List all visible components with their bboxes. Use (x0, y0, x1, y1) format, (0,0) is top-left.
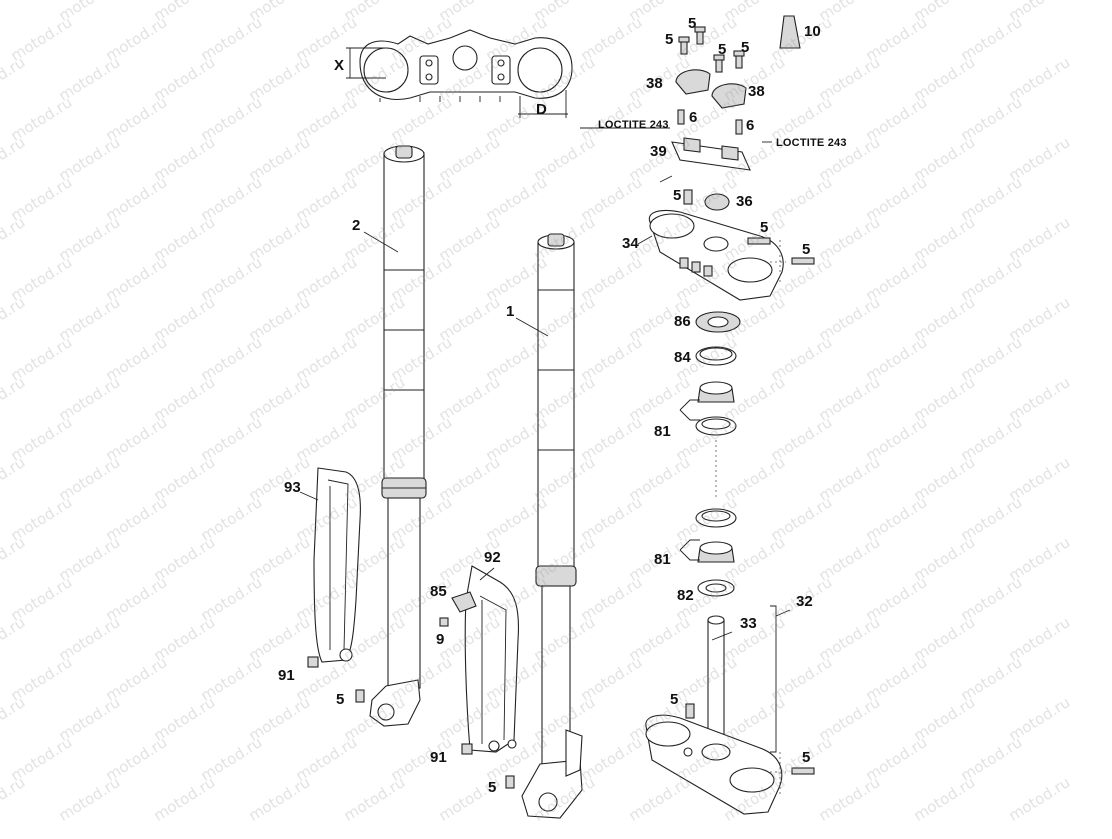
callout-34: 34 (622, 235, 639, 252)
lower-triple-clamp-drawing (645, 605, 815, 815)
bolt-6-right (735, 119, 743, 135)
callout-6: 6 (689, 109, 698, 126)
callout-5: 5 (718, 41, 727, 58)
loctite-note-left: LOCTITE 243 (598, 119, 669, 131)
callout-5: 5 (673, 187, 682, 204)
fork-guard-93-drawing (313, 467, 361, 663)
callout-84: 84 (674, 349, 691, 366)
top-screws-drawing (678, 26, 745, 73)
bar-mount-39-towers (683, 137, 739, 161)
callout-93: 93 (284, 479, 301, 496)
upper-triple-clamp-drawing (648, 189, 815, 301)
callout-85: 85 (430, 583, 447, 600)
screw-5-left (355, 689, 365, 703)
dimension-d-label: D (536, 101, 547, 118)
callout-5: 5 (802, 241, 811, 258)
callout-91: 91 (430, 749, 447, 766)
leader-34 (637, 235, 653, 245)
leader-1 (515, 317, 549, 337)
fork-leg-left-drawing (369, 145, 427, 727)
screw-5-bottom (505, 775, 515, 789)
leader-92 (479, 567, 495, 581)
callout-33: 33 (740, 615, 757, 632)
callout-38: 38 (646, 75, 663, 92)
loctite-note-right: LOCTITE 243 (776, 137, 847, 149)
triple-clamp-top-view (346, 29, 573, 118)
callout-2: 2 (352, 217, 361, 234)
grease-tube-10 (779, 15, 801, 49)
callout-82: 82 (677, 587, 694, 604)
callout-5: 5 (670, 691, 679, 708)
callout-9: 9 (436, 631, 445, 648)
leader-2 (363, 231, 399, 253)
callout-36: 36 (736, 193, 753, 210)
screw-91-left (307, 656, 319, 668)
screw-9 (439, 617, 449, 627)
callout-32: 32 (796, 593, 813, 610)
callout-5: 5 (760, 219, 769, 236)
callout-81: 81 (654, 423, 671, 440)
callout-91: 91 (278, 667, 295, 684)
clip-85 (451, 591, 477, 613)
leader-39 (659, 175, 673, 183)
callout-5: 5 (802, 749, 811, 766)
callout-38: 38 (748, 83, 765, 100)
callout-5: 5 (688, 15, 697, 32)
callout-1: 1 (506, 303, 515, 320)
leader-32 (775, 609, 791, 617)
callout-5: 5 (741, 39, 750, 56)
handlebar-clamp-38-right (711, 83, 747, 109)
callout-10: 10 (804, 23, 821, 40)
callout-5: 5 (336, 691, 345, 708)
callout-92: 92 (484, 549, 501, 566)
handlebar-clamp-38-left (675, 69, 711, 95)
screw-91-right (461, 743, 473, 755)
leader-93 (299, 491, 319, 501)
fork-leg-right-drawing (521, 233, 583, 819)
bearing-stack-drawing (679, 311, 741, 597)
fork-guard-92-drawing (464, 565, 519, 753)
callout-5: 5 (665, 31, 674, 48)
leader-33 (711, 631, 733, 641)
callout-6: 6 (746, 117, 755, 134)
callout-86: 86 (674, 313, 691, 330)
callout-39: 39 (650, 143, 667, 160)
bolt-6-left (677, 109, 685, 125)
callout-5: 5 (488, 779, 497, 796)
callout-81: 81 (654, 551, 671, 568)
dimension-x-label: X (334, 57, 345, 74)
